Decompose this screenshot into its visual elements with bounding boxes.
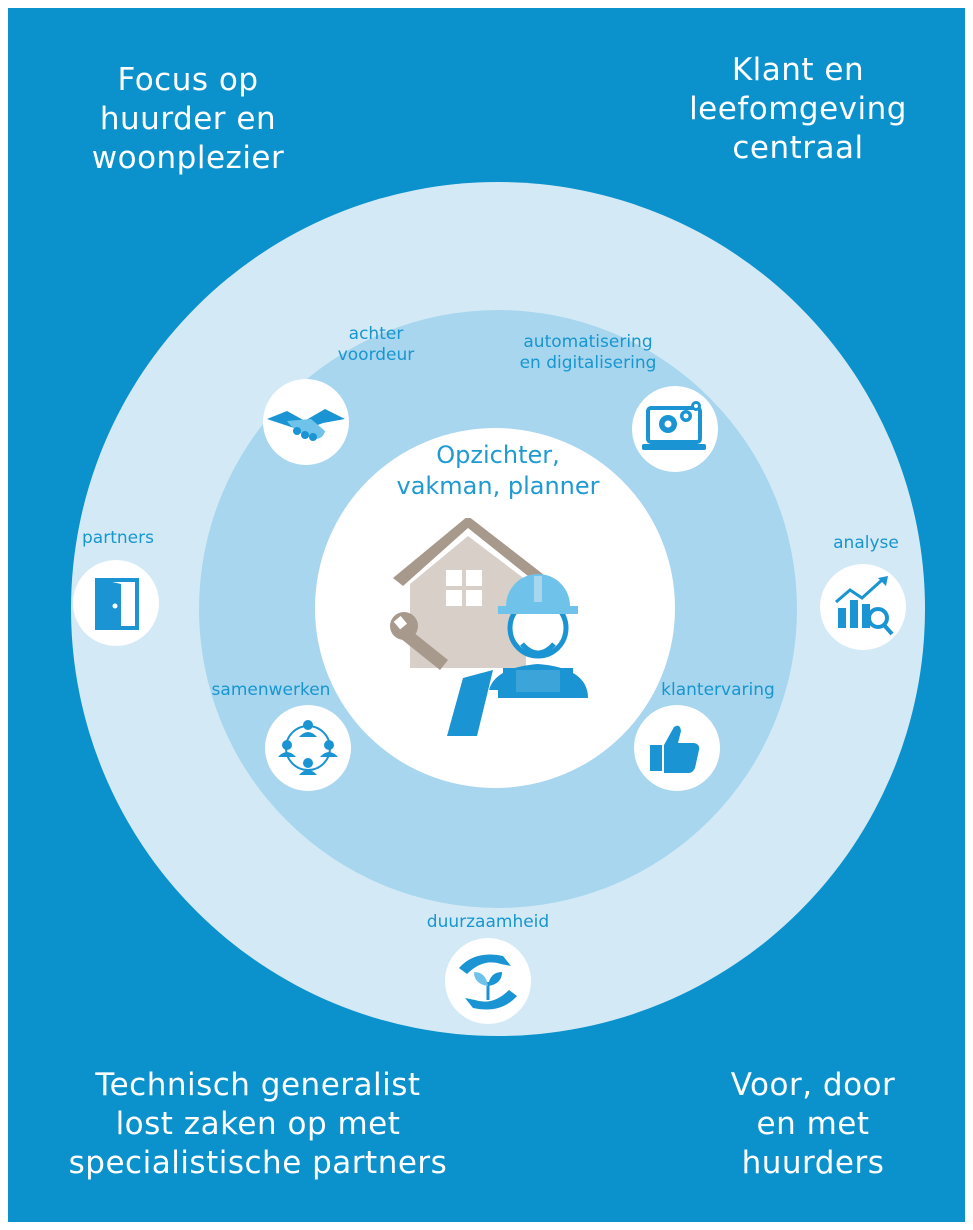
label-line: samenwerken [211,680,331,700]
house-worker-wrench-icon [390,518,588,736]
chart-magnifier-icon [820,564,906,650]
klantervaring-label: klantervaring [648,680,788,701]
corner-line: Voor, door [730,1067,896,1103]
corner-line: specialistische partners [68,1145,448,1181]
analyse-label: analyse [816,533,916,554]
corner-text-bottom-right: Voor, door en met huurders [688,1066,938,1183]
corner-line: woonplezier [91,140,285,176]
corner-line: centraal [732,130,864,166]
partners-label: partners [68,528,168,549]
label-line: en digitalisering [519,353,657,373]
corner-line: lost zaken op met [115,1106,401,1142]
corner-line: Focus op [117,62,259,98]
label-line: partners [82,528,154,548]
laptop-gears-icon [632,386,718,472]
hands-plant-icon [445,938,531,1024]
corner-line: leefomgeving [689,91,907,127]
diagram-canvas: Focus op huurder en woonplezier Klant en… [8,8,965,1222]
corner-line: Klant en [731,52,865,88]
samenwerken-label: samenwerken [201,680,341,701]
handshake-icon [263,379,349,465]
corner-line: en met [756,1106,870,1142]
center-title-line: Opzichter, [436,441,560,469]
label-line: automatisering [523,332,653,352]
corner-text-top-right: Klant en leefomgeving centraal [663,51,933,168]
thumbs-up-icon [634,705,720,791]
people-circle-icon [265,705,351,791]
label-line: duurzaamheid [426,912,550,932]
label-line: voordeur [337,345,415,365]
duurzaamheid-label: duurzaamheid [408,912,568,933]
label-line: achter [348,324,404,344]
label-line: analyse [833,533,899,553]
center-title-line: vakman, planner [396,472,600,500]
corner-text-top-left: Focus op huurder en woonplezier [53,61,323,178]
corner-line: Technisch generalist [95,1067,421,1103]
corner-text-bottom-left: Technisch generalist lost zaken op met s… [68,1066,448,1183]
automatisering-label: automatisering en digitalisering [503,332,673,374]
corner-line: huurder en [99,101,277,137]
achter-voordeur-label: achter voordeur [326,324,426,366]
center-title: Opzichter, vakman, planner [388,440,608,502]
label-line: klantervaring [661,680,775,700]
corner-line: huurders [741,1145,885,1181]
door-icon [73,560,159,646]
